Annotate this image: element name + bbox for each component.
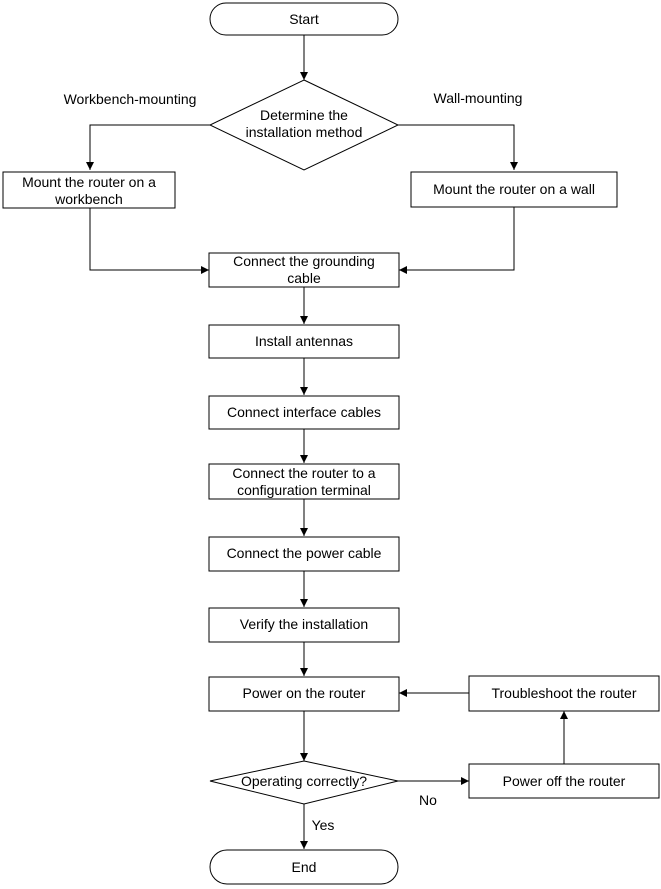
workbench-mounting-label: Workbench-mounting <box>64 91 197 107</box>
step-workbench-line-1: Mount the router on a <box>22 174 156 190</box>
step-grounding-line-2: cable <box>287 270 321 286</box>
yes-label: Yes <box>312 817 335 833</box>
decision-operating-label: Operating correctly? <box>241 773 367 789</box>
arrow-decision-to-wall <box>398 124 518 170</box>
start-label: Start <box>289 11 319 27</box>
step-mount-workbench: Mount the router on a workbench <box>2 171 176 209</box>
end-terminator: End <box>209 849 399 885</box>
step-verify-installation: Verify the installation <box>208 607 400 643</box>
step-workbench-line-2: workbench <box>54 191 123 207</box>
connectors <box>86 35 568 849</box>
step-interface-label: Connect interface cables <box>227 404 381 420</box>
step-grounding-cable: Connect the grounding cable <box>208 252 400 288</box>
step-troubleshoot: Troubleshoot the router <box>468 675 660 712</box>
arrow-wall-to-grounding <box>399 207 515 274</box>
step-terminal-line-2: configuration terminal <box>237 482 371 498</box>
decision-installation-method: Determine the installation method <box>208 79 400 171</box>
end-label: End <box>292 859 317 875</box>
arrow-decision-to-workbench <box>86 124 210 170</box>
decision-operating-correctly: Operating correctly? <box>209 760 399 805</box>
step-antennas-label: Install antennas <box>255 333 353 349</box>
step-verify-label: Verify the installation <box>240 616 368 632</box>
step-power-off: Power off the router <box>468 763 660 799</box>
step-install-antennas: Install antennas <box>208 324 400 359</box>
step-power-cable-label: Connect the power cable <box>227 545 382 561</box>
step-troubleshoot-label: Troubleshoot the router <box>491 685 636 701</box>
decision-method-line-2: installation method <box>246 124 363 140</box>
step-power-off-label: Power off the router <box>503 773 626 789</box>
step-grounding-line-1: Connect the grounding <box>233 253 375 269</box>
step-mount-wall: Mount the router on a wall <box>410 171 618 208</box>
wall-mounting-label: Wall-mounting <box>434 90 523 106</box>
step-power-cable: Connect the power cable <box>208 536 400 572</box>
start-terminator: Start <box>209 2 399 36</box>
no-label: No <box>419 792 437 808</box>
step-interface-cables: Connect interface cables <box>208 395 400 430</box>
decision-method-line-1: Determine the <box>260 107 348 123</box>
step-configuration-terminal: Connect the router to a configuration te… <box>208 463 400 500</box>
step-power-on: Power on the router <box>208 676 400 712</box>
step-wall-label: Mount the router on a wall <box>433 181 595 197</box>
arrow-workbench-to-grounding <box>89 208 209 274</box>
step-terminal-line-1: Connect the router to a <box>232 465 375 481</box>
step-power-on-label: Power on the router <box>243 685 366 701</box>
